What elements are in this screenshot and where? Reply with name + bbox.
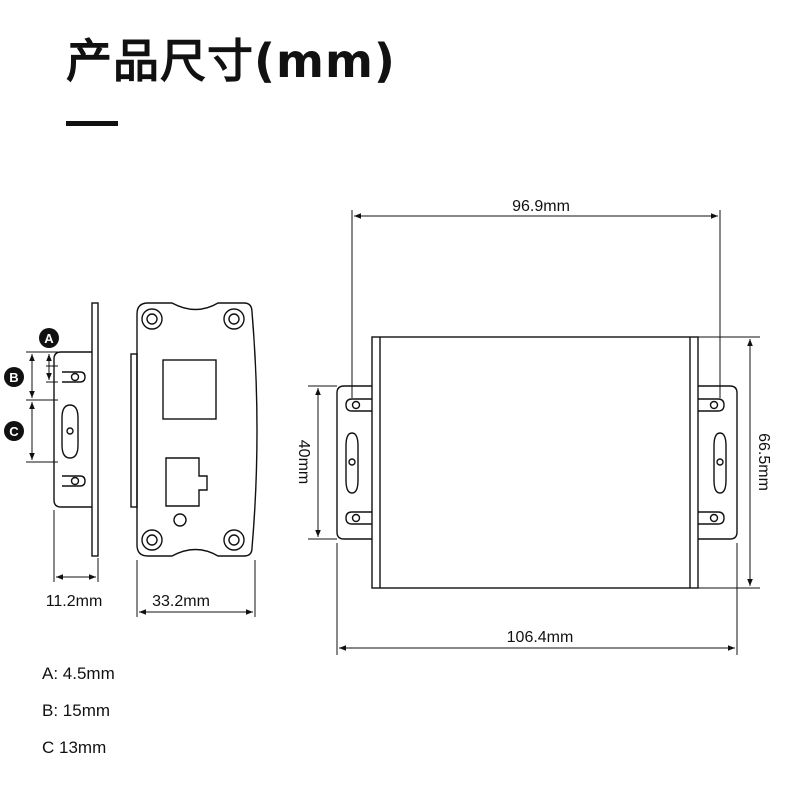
end-view-faceplate [136, 302, 258, 557]
side-view [53, 302, 99, 557]
side-plate [91, 302, 99, 557]
right-slot-top [698, 398, 725, 412]
left-flange [336, 385, 372, 540]
height-label: 66.5mm [755, 433, 772, 491]
screw-bottom-left [141, 529, 163, 551]
right-slot-bottom [698, 511, 725, 525]
overall-width-label: 96.9mm [512, 198, 570, 215]
note-a: A: 4.5mm [42, 664, 115, 683]
marker-a-badge: A [39, 328, 59, 348]
screw-bottom-right [223, 529, 245, 551]
power-port [165, 457, 208, 507]
marker-b-label: B [9, 370, 18, 385]
marker-a-label: A [44, 331, 54, 346]
screw-top-right [223, 308, 245, 330]
hole-spacing-label: 40mm [295, 440, 312, 484]
left-slot-middle [345, 432, 359, 494]
enclosure-body [371, 336, 699, 589]
page-title: 产品尺寸(mm) [66, 34, 396, 88]
end-view-back-edge [130, 353, 138, 508]
rj45-port [162, 359, 217, 420]
top-view [336, 336, 738, 589]
side-slot-bottom [62, 475, 86, 487]
left-slot-top [345, 398, 372, 412]
led-indicator [173, 513, 187, 527]
end-depth-label: 33.2mm [152, 593, 210, 610]
side-slot-top [62, 371, 86, 383]
side-thickness-label: 11.2mm [46, 593, 103, 610]
flange-width-label: 106.4mm [507, 629, 574, 646]
end-view [130, 302, 258, 557]
marker-c-label: C [9, 424, 19, 439]
marker-b-badge: B [4, 367, 24, 387]
right-flange [698, 385, 738, 540]
note-c: C 13mm [42, 738, 107, 757]
title-underline [66, 121, 118, 126]
note-b: B: 15mm [42, 701, 111, 720]
side-slot-middle [61, 404, 79, 459]
screw-top-left [141, 308, 163, 330]
right-slot-middle [713, 432, 727, 494]
marker-c-badge: C [4, 421, 24, 441]
left-slot-bottom [345, 511, 372, 525]
side-flange [53, 351, 92, 508]
